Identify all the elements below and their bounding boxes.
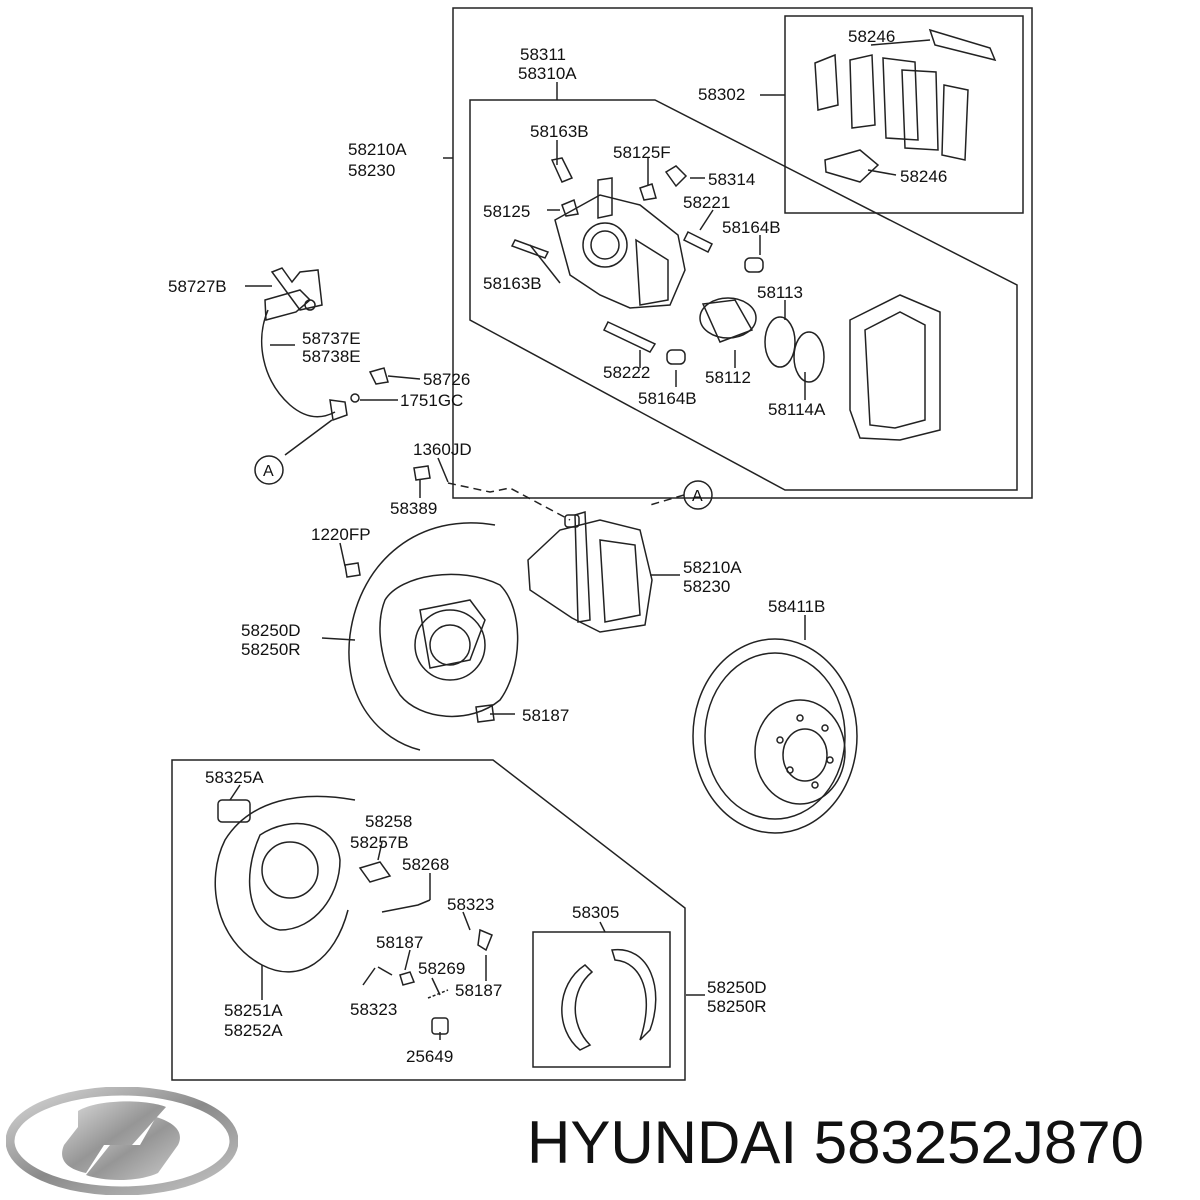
label-58230-mid: 58230 [683,577,730,596]
hyundai-logo [6,1087,238,1195]
label-58125: 58125 [483,202,530,221]
brake-rotor [692,638,858,834]
label-58258: 58258 [365,812,412,831]
label-58268: 58268 [402,855,449,874]
label-58269: 58269 [418,959,465,978]
label-58411B: 58411B [768,597,825,616]
label-58163B-b: 58163B [483,274,542,293]
brake-pad-4 [901,69,939,151]
label-58187-c: 58187 [455,981,502,1000]
brake-hose [261,309,336,418]
label-58163B-a: 58163B [530,122,589,141]
part-number: 583252J870 [813,1109,1145,1176]
label-58302: 58302 [698,85,745,104]
label-58246-top: 58246 [848,27,895,46]
label-58250D-a: 58250D [241,621,301,640]
brake-shoe-left [561,964,594,1051]
brake-pad-3 [882,57,919,141]
label-58125F: 58125F [613,143,671,162]
label-58210A-mid: 58210A [683,558,742,577]
brake-pad-1 [814,53,839,111]
label-58222: 58222 [603,363,650,382]
label-58252A: 58252A [224,1021,283,1040]
label-58164B-b: 58164B [638,389,697,408]
label-1751GC: 1751GC [400,391,463,410]
callout-a-left: A [263,463,274,480]
label-58251A: 58251A [224,1001,283,1020]
shoe-kit-frame [532,931,671,1068]
label-58246-bottom: 58246 [900,167,947,186]
label-58112: 58112 [705,368,751,387]
label-58738E: 58738E [302,347,361,366]
rear-dust-shield [214,795,356,973]
label-58323-a: 58323 [447,895,494,914]
label-58726: 58726 [423,370,470,389]
label-58310A: 58310A [518,64,577,83]
label-58250D-b: 58250D [707,978,767,997]
label-58305: 58305 [572,903,619,922]
label-58113: 58113 [757,283,803,302]
label-58221: 58221 [683,193,730,212]
label-58389: 58389 [390,499,437,518]
backing-plate [379,573,519,718]
label-1360JD: 1360JD [413,440,472,459]
label-58323-b: 58323 [350,1000,397,1019]
label-58187-a: 58187 [522,706,569,725]
callout-circle-a-left [254,455,284,485]
label-58230-top: 58230 [348,161,395,180]
label-58250R-a: 58250R [241,640,301,659]
piston-seal-ring [764,316,796,368]
caliper-inner-frame [469,99,1018,491]
label-58114A: 58114A [768,400,826,419]
label-58187-b: 58187 [376,933,423,952]
brake-pad-2 [849,54,876,129]
pad-kit-frame [784,15,1024,214]
label-58257B: 58257B [350,833,409,852]
rear-caliper [527,519,653,633]
caliper-assembly-frame [452,7,1033,499]
label-58737E: 58737E [302,329,361,348]
label-58311: 58311 [520,45,566,64]
dust-boot-ring [793,331,825,383]
label-58250R-b: 58250R [707,997,767,1016]
caliper-carrier [849,294,941,441]
label-58325A: 58325A [205,768,264,787]
label-58164B-a: 58164B [722,218,781,237]
brake-pad-5 [941,84,969,161]
gasket [217,799,251,823]
caliper-housing-top [554,194,686,309]
label-25649: 25649 [406,1047,453,1066]
brand-name: HYUNDAI [527,1109,798,1176]
label-58210A-top: 58210A [348,140,407,159]
label-58727B: 58727B [168,277,227,296]
label-1220FP: 1220FP [311,525,371,544]
brand-part-number: HYUNDAI 583252J870 [527,1108,1187,1178]
brake-shoe-right [611,949,657,1041]
label-58314: 58314 [708,170,755,189]
callout-a-right: A [692,488,703,505]
parking-brake-frame [171,759,686,1081]
dust-shield [348,522,496,751]
